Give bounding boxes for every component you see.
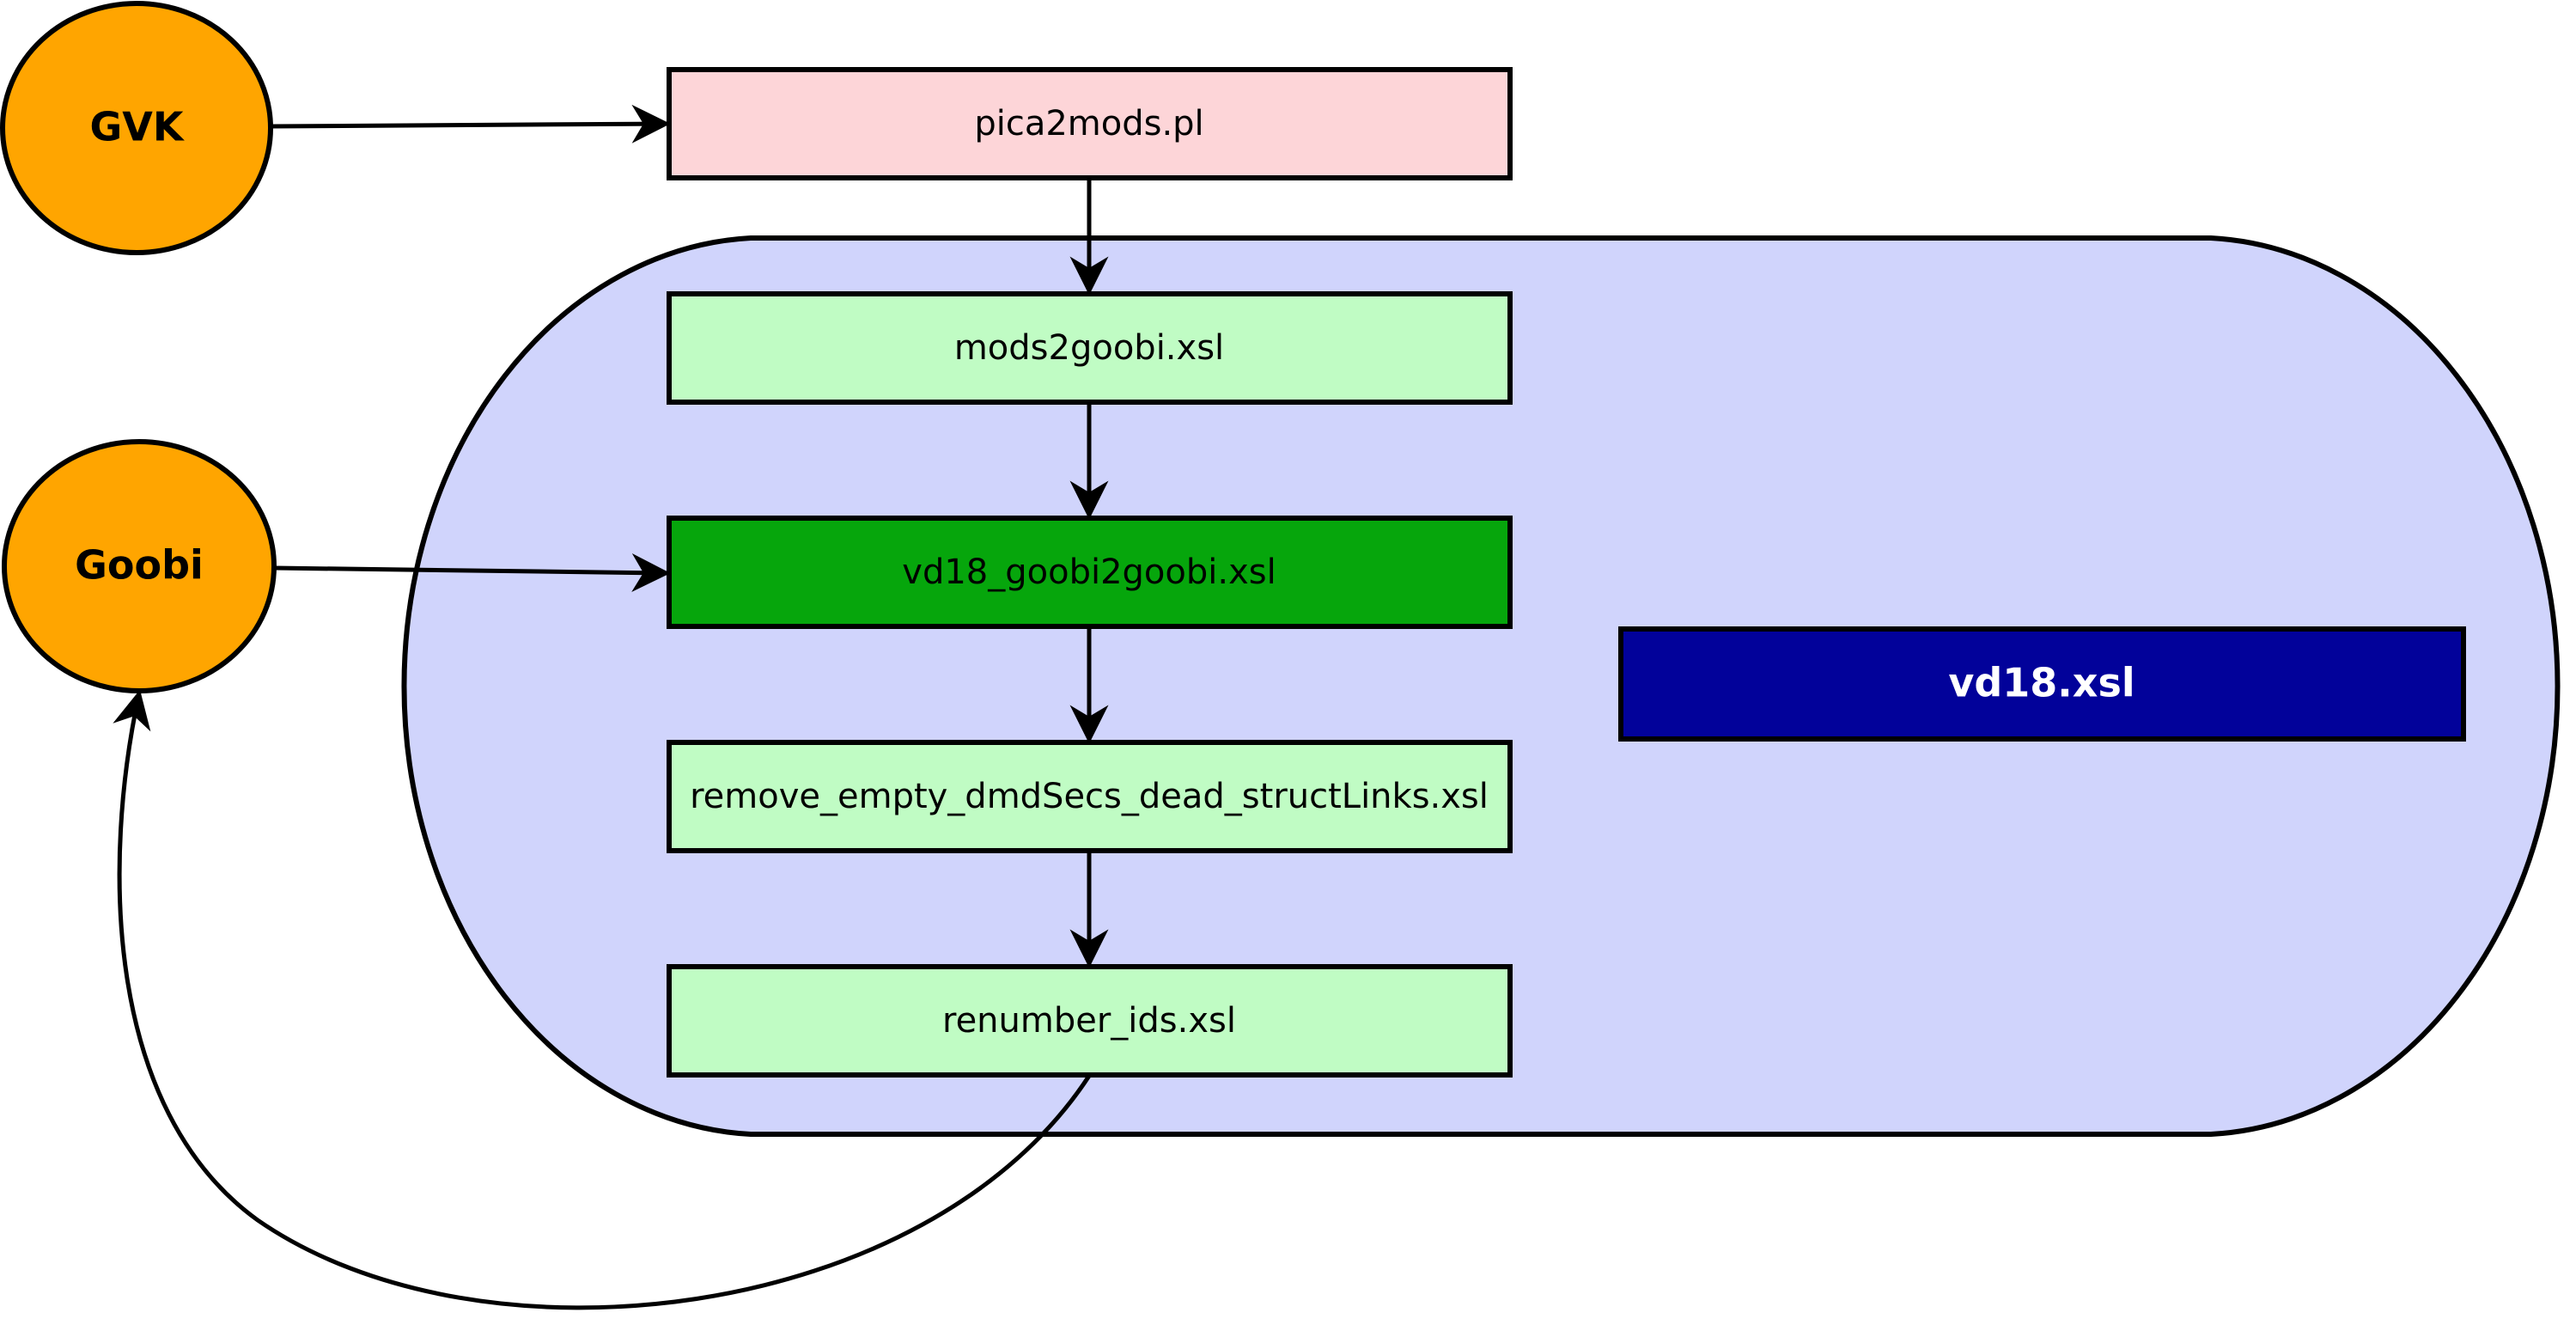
gvk-label: GVK (89, 104, 185, 150)
pipeline-step-label: mods2goobi.xsl (954, 328, 1224, 368)
goobi-label: Goobi (75, 542, 204, 589)
pipeline-step-node: remove_empty_dmdSecs_dead_structLinks.xs… (667, 740, 1513, 853)
goobi-source-node: Goobi (2, 439, 277, 693)
pica2mods-label: pica2mods.pl (974, 104, 1203, 143)
gvk-source-node: GVK (0, 1, 273, 255)
pica2mods-node: pica2mods.pl (667, 67, 1513, 180)
pipeline-step-label: remove_empty_dmdSecs_dead_structLinks.xs… (690, 777, 1489, 816)
pipeline-step-node: vd18_goobi2goobi.xsl (667, 516, 1513, 629)
pipeline-step-node: mods2goobi.xsl (667, 291, 1513, 405)
pipeline-step-label: vd18_goobi2goobi.xsl (902, 553, 1276, 592)
vd18-container (401, 235, 2561, 1137)
edge-gvk-to-pica2mods (271, 104, 671, 143)
vd18-xsl-label: vd18.xsl (1948, 660, 2134, 706)
pipeline-step-node: renumber_ids.xsl (667, 964, 1513, 1078)
pipeline-step-label: renumber_ids.xsl (942, 1001, 1236, 1041)
edge-renumber-to-goobi (113, 689, 1092, 1310)
edge-goobi-to-goobi2goobi (274, 553, 671, 592)
vd18-xsl-node: vd18.xsl (1618, 626, 2466, 742)
